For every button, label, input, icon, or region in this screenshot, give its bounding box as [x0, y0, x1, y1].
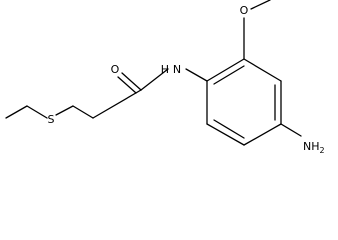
ring-bond-5 — [206, 123, 245, 146]
bond-ethyl-ch2-s — [26, 105, 48, 119]
bond-carbonyl-oxygen-2 — [117, 76, 137, 94]
chemical-structure: O N H S O NH2 — [5, 0, 325, 155]
ring-bond-4 — [243, 123, 282, 146]
ring-bond-2 — [243, 58, 282, 82]
ring-inner-bond-a — [213, 65, 245, 85]
bond-ethyl-ch3-ch2 — [5, 105, 28, 119]
bond-ch2-ch2 — [72, 105, 94, 119]
nitrogen-amide-label: N — [173, 63, 181, 76]
amino-label: NH2 — [303, 140, 325, 155]
hydrogen-amide-label: H — [161, 63, 169, 76]
bond-carbonyl-oxygen-1 — [121, 72, 142, 91]
bond-s-ch2 — [55, 105, 74, 116]
oxygen-methoxy-label: O — [240, 4, 249, 17]
sulfur-label: S — [48, 113, 55, 126]
bond-ch2-carbonyl — [92, 89, 142, 119]
bond-ring-amino — [280, 123, 302, 137]
ring-inner-bond-c — [213, 119, 245, 139]
ring-bond-1 — [206, 58, 245, 82]
bond-carbonyl-nitrogen — [140, 68, 169, 91]
amino-nh-text: NH — [303, 140, 320, 153]
oxygen-carbonyl-label: O — [111, 63, 120, 76]
bond-nitrogen-ring — [185, 68, 208, 82]
amino-subscript-text: 2 — [320, 146, 325, 155]
bond-methoxy-oxygen-methyl — [250, 0, 271, 10]
